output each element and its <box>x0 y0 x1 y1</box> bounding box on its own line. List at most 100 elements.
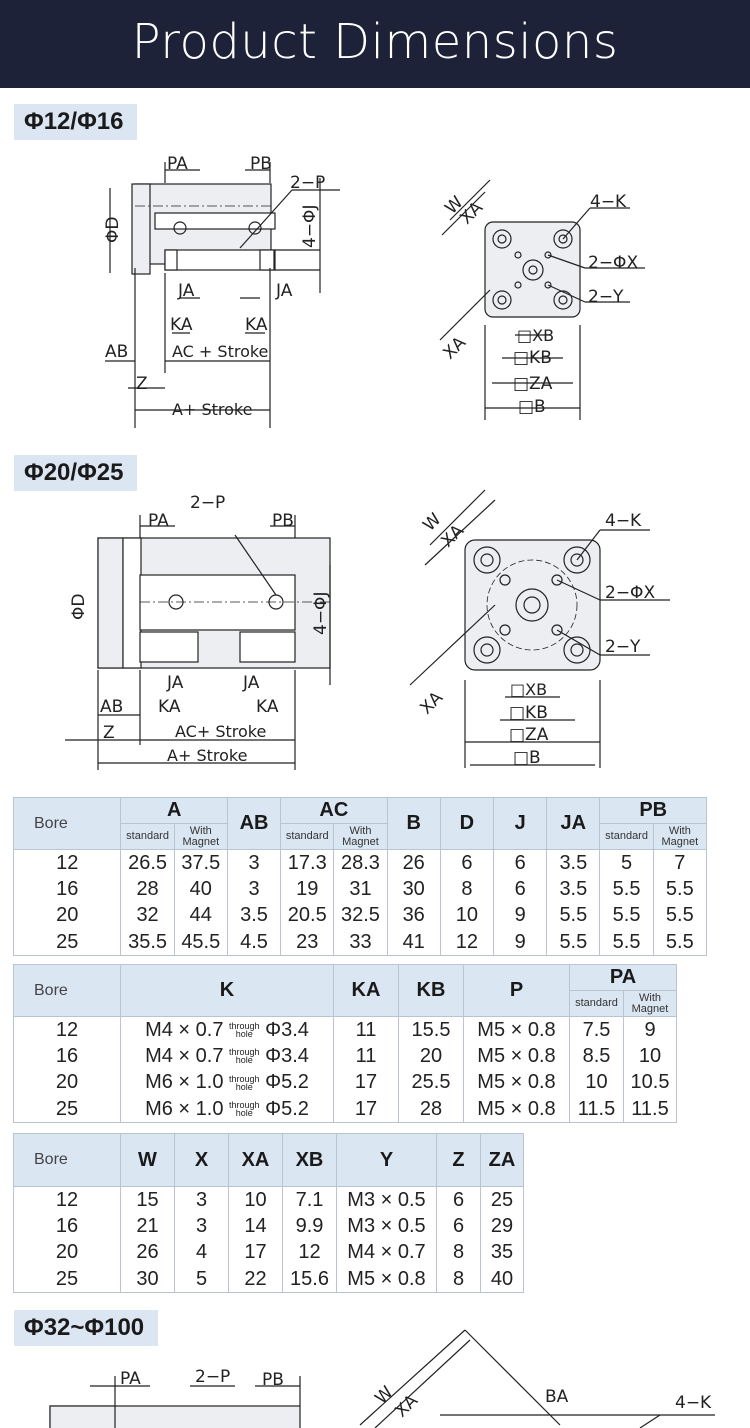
dim-d: ΦD <box>103 217 123 243</box>
cell-ac-with-magnet: 32.5 <box>333 902 388 929</box>
dim-ka-right-2: KA <box>256 697 279 717</box>
cell-bore: 20 <box>13 1239 121 1266</box>
cell-bore: 12 <box>13 1016 121 1043</box>
cell-b: 26 <box>386 849 441 876</box>
dim-k-3: 4−K <box>675 1393 712 1413</box>
cell-z: 8 <box>436 1239 481 1266</box>
dim-ja-right: JA <box>275 281 293 301</box>
dim-x: 2−ΦX <box>588 253 638 273</box>
cell-xb: 9.9 <box>282 1213 337 1240</box>
cell-pa-with-magnet: 9 <box>623 1016 677 1043</box>
sub-standard: standard <box>280 823 335 850</box>
dim-w-2: W <box>419 509 445 535</box>
dim-j: 4−ΦJ <box>300 205 320 248</box>
dim-ac: AC + Stroke <box>172 342 268 361</box>
dim-x-2: 2−ΦX <box>605 583 655 603</box>
cell-d: 8 <box>439 876 495 903</box>
dim-pa: PA <box>167 154 188 174</box>
cell-x: 3 <box>174 1186 229 1213</box>
cell-j: 6 <box>493 876 548 903</box>
cell-ab: 3 <box>226 849 282 876</box>
cell-p: M5 × 0.8 <box>463 1043 570 1070</box>
side-view-drawing-32-100: PA 2−P PB <box>49 1367 301 1428</box>
col-bore: Bore <box>13 964 121 1017</box>
cell-ka: 11 <box>333 1043 399 1070</box>
cell-pb-standard: 5.5 <box>599 876 654 903</box>
sub-standard: standard <box>120 823 175 850</box>
sub-standard: standard <box>569 990 624 1017</box>
cell-y: M4 × 0.7 <box>336 1239 437 1266</box>
cell-pb-standard: 5.5 <box>599 902 654 929</box>
cell-pa-standard: 11.5 <box>569 1096 624 1123</box>
cell-ab: 3 <box>226 876 282 903</box>
cell-ac-with-magnet: 28.3 <box>333 849 388 876</box>
cell-ja: 3.5 <box>546 876 601 903</box>
cell-ka: 11 <box>333 1016 399 1043</box>
cell-w: 30 <box>120 1266 175 1293</box>
cell-pa-standard: 8.5 <box>569 1043 624 1070</box>
cell-bore: 12 <box>13 1186 121 1213</box>
cell-ja: 5.5 <box>546 929 601 956</box>
col-pb: PB <box>599 797 707 824</box>
cell-bore: 25 <box>12 929 122 956</box>
cell-bore: 25 <box>13 1096 121 1123</box>
cell-ab: 4.5 <box>226 929 282 956</box>
col-ab: AB <box>226 797 282 850</box>
cell-z: 8 <box>436 1266 481 1293</box>
cell-ac-standard: 23 <box>280 929 335 956</box>
cell-ja: 3.5 <box>546 849 601 876</box>
dim-b: □B <box>518 397 546 417</box>
dim-b-2: □B <box>513 748 541 768</box>
col-za: ZA <box>480 1133 524 1187</box>
cell-pb-standard: 5 <box>599 849 654 876</box>
cell-b: 30 <box>386 876 441 903</box>
dim-pb-3: PB <box>262 1370 284 1390</box>
cell-d: 12 <box>439 929 495 956</box>
side-view-drawing-12-16: PA PB 2−P ΦD 4−ΦJ JA JA KA KA AB AC + St… <box>103 154 340 428</box>
cell-p: M5 × 0.8 <box>463 1016 570 1043</box>
cell-ja: 5.5 <box>546 902 601 929</box>
col-x: X <box>174 1133 229 1187</box>
cell-ac-standard: 19 <box>280 876 335 903</box>
cell-x: 5 <box>174 1266 229 1293</box>
cell-za: 35 <box>480 1239 524 1266</box>
dim-ja-left-2: JA <box>166 673 184 693</box>
dim-y: 2−Y <box>588 287 624 307</box>
cell-x: 3 <box>174 1213 229 1240</box>
dim-d-2: ΦD <box>69 594 89 620</box>
cell-d: 6 <box>439 849 495 876</box>
cell-ac-standard: 20.5 <box>280 902 335 929</box>
col-d: D <box>439 797 495 850</box>
cell-pa-standard: 10 <box>569 1069 624 1096</box>
col-b: B <box>386 797 441 850</box>
dim-xb-2: □XB <box>510 680 547 699</box>
dim-ab: AB <box>105 342 128 362</box>
dim-kb: □KB <box>513 348 552 368</box>
col-bore: Bore <box>12 797 122 850</box>
dim-pb-2: PB <box>272 511 294 531</box>
col-w: W <box>120 1133 175 1187</box>
cell-ac-with-magnet: 33 <box>333 929 388 956</box>
cell-b: 41 <box>386 929 441 956</box>
cell-y: M3 × 0.5 <box>336 1213 437 1240</box>
sub-standard: standard <box>599 823 654 850</box>
